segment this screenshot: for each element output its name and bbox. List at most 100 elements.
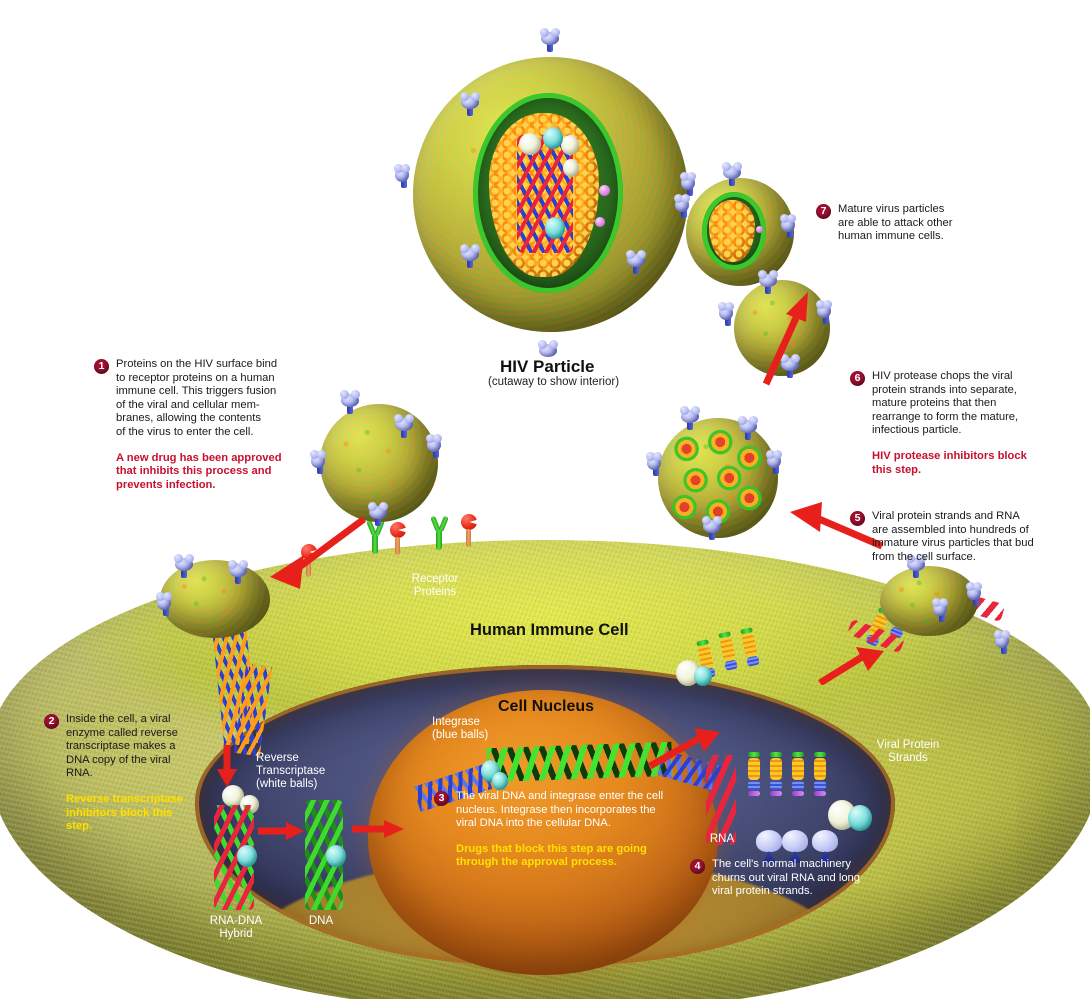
viral-protein-strand-1 [748,752,760,796]
reverse-transcriptase-ball-1 [222,785,244,807]
viral-protein-strand-4 [814,752,826,796]
callout-step-5: 5 Viral protein strands and RNA are asse… [850,510,1050,564]
callout-step-6: 6 HIV protease chops the viral protein s… [850,370,1040,477]
receptor-proteins-label: Receptor Proteins [400,573,470,599]
step-number-badge-4: 4 [690,859,705,874]
integrase-ball-b [545,217,565,239]
spike-head [460,244,480,261]
step-number-badge-2: 2 [44,714,59,729]
step-number-badge-7: 7 [816,204,831,219]
spike-head [994,630,1010,648]
spike-stalk [181,569,187,578]
strand-yellow-segment [770,758,782,780]
protease-marker-2 [595,217,605,227]
s3-l1: The viral DNA and integrase enter the ce… [456,790,664,802]
protease-dome [782,830,808,852]
protein-ball-cyan [848,805,872,831]
capsid-cone [709,200,755,262]
hybrid-line1: RNA-DNA [209,915,263,927]
strand-blue-segment [770,781,782,790]
callout-step-7: 7 Mature virus particles are able to att… [816,203,986,244]
strand-purple-segment [792,791,804,796]
s1-l1: Proteins on the HIV surface bind [116,358,278,370]
spike-head [394,414,414,431]
s1d-l1: A new drug has been approved [116,451,282,464]
hiv-particle-main [413,57,688,332]
s6-l1: HIV protease chops the viral [872,370,1013,382]
integrase-line2: (blue balls) [432,729,489,741]
s1-l2: to receptor proteins on a human [116,371,275,384]
coreceptor-head [390,522,406,538]
s1d-l3: prevents infection. [116,478,216,491]
spike-stalk [913,569,919,578]
s2d-l2: inhibitors block this [66,806,173,819]
spike-stalk [401,429,407,438]
step-1-drug-note: A new drug has been approved that inhibi… [116,452,284,493]
s3-l3: viral DNA into the cellular DNA. [456,817,611,830]
spike-stalk [347,405,353,414]
strand-yellow-segment [792,758,804,780]
capsid-beads [709,200,755,262]
spike-stalk [681,209,687,218]
spike-stalk [773,465,779,474]
spike-stalk [433,449,439,458]
s1-l6: of the virus to enter the cell. [116,425,254,438]
step-number-badge-1: 1 [94,359,109,374]
arrow-maturation [762,292,808,386]
spike-stalk [687,187,693,196]
strand-yellow-segment [814,758,826,780]
strand-purple-segment [770,791,782,796]
s7-l2: are able to attack other [838,216,953,229]
spike-stalk [653,467,659,476]
mature-virion-1 [686,178,794,286]
coreceptor-stalk [466,529,471,547]
strand-blue-segment [748,781,760,790]
spike-head [766,450,782,468]
spike-stalk [729,177,735,186]
s6-l4: rearrange to form the mature, [872,410,1019,423]
s5-l2: are assembled into hundreds of [872,523,1029,536]
spike-head [680,172,696,190]
arrow-hybrid-to-dna [258,822,304,840]
spike-head [228,560,248,577]
coreceptor-stalk [306,559,311,577]
protease-marker-1 [599,185,610,196]
receptor-stem [436,530,442,550]
spike-stalk [547,43,553,52]
human-immune-cell-label: Human Immune Cell [470,621,629,639]
callout-step-1: 1 Proteins on the HIV surface bind to re… [94,358,284,492]
spike-head [966,582,982,600]
reverse-transcriptase-label: Reverse Transcriptase (white balls) [256,752,352,791]
s3-l2: nucleus. Integrase then incorporates the [456,803,656,816]
s4-l3: viral protein strands. [712,885,813,898]
spike-head [340,390,360,407]
spike-stalk [787,229,793,238]
reverse-transcriptase-ball-c [563,159,579,177]
s5-l3: immature virus particles that bud [872,537,1034,550]
spike-stalk [939,613,945,622]
step-6-body: HIV protease chops the viral protein str… [872,370,1040,477]
arrow-into-cell-vertical [217,745,237,787]
spike-head [932,598,948,616]
spike-head [310,450,326,468]
spike-head [646,452,662,470]
spike-head [540,28,560,45]
step-1-body: Proteins on the HIV surface bind to rece… [116,358,284,492]
s3d-l2: through the approval process. [456,856,618,869]
reverse-transcriptase-ball-a [519,133,541,155]
immature-protein-lattice [662,422,774,534]
spike-head [394,164,410,182]
spike-stalk [401,179,407,188]
spike-head [738,416,758,433]
viral-protein-strand-3 [792,752,804,796]
spike-stalk [725,317,731,326]
callout-step-2: 2 Inside the cell, a viral enzyme called… [44,713,204,834]
s2-l5: RNA. [66,767,93,780]
spike-head [674,194,690,212]
viral-dna-integrated [486,741,673,783]
step-6-drug-note: HIV protease inhibitors block this step. [872,450,1040,477]
protease-enzyme-2 [782,830,808,863]
arrow-virion-fusion [270,516,367,589]
s2-l2: enzyme called reverse [66,726,178,739]
